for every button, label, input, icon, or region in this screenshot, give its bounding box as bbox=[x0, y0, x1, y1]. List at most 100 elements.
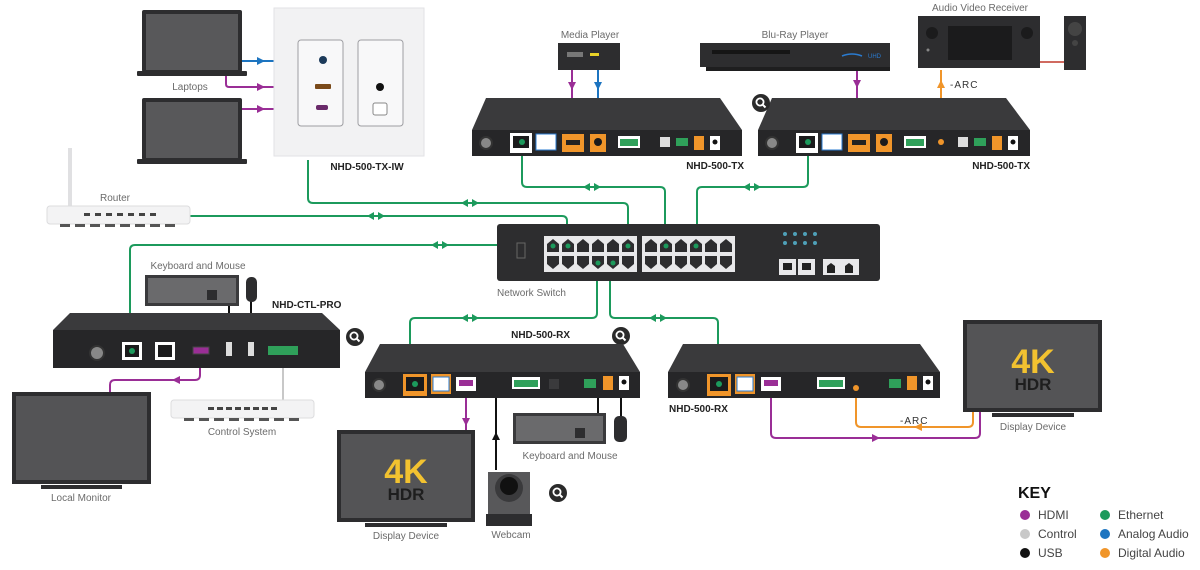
arc-label-top: -ARC bbox=[950, 80, 978, 91]
hdmi-arrow bbox=[568, 82, 576, 90]
network-switch bbox=[497, 224, 880, 281]
switch-port bbox=[607, 239, 619, 252]
switch-port bbox=[577, 239, 589, 252]
uhd-badge: UHD bbox=[868, 54, 882, 60]
display-device-1: 4K HDR bbox=[337, 430, 475, 527]
switch-port bbox=[660, 256, 672, 269]
legend-label: Analog Audio bbox=[1118, 527, 1189, 541]
legend-swatch bbox=[1020, 510, 1030, 520]
ethernet-cable-rx1 bbox=[409, 262, 598, 380]
bluray-player: UHD bbox=[700, 43, 890, 71]
hdmi-arrow bbox=[872, 434, 880, 442]
nhd-500-rx-decoder-2 bbox=[668, 344, 940, 398]
legend-label: Digital Audio bbox=[1118, 546, 1185, 560]
media-player bbox=[558, 43, 620, 70]
control-system-label: Control System bbox=[208, 427, 276, 438]
zoom-magnifier-icon[interactable] bbox=[345, 327, 365, 347]
port-link-indicator bbox=[693, 243, 699, 249]
legend-title: KEY bbox=[1018, 485, 1051, 502]
switch-port bbox=[720, 239, 732, 252]
local-monitor-label: Local Monitor bbox=[51, 493, 112, 504]
avr-label: Audio Video Receiver bbox=[932, 3, 1029, 14]
legend-item: Ethernet bbox=[1100, 508, 1164, 522]
keyboard-2 bbox=[513, 413, 606, 444]
4k-badge: 4K bbox=[1011, 343, 1055, 381]
wallplate-nhd-500-tx-iw bbox=[273, 7, 425, 157]
hdr-badge: HDR bbox=[1015, 375, 1052, 394]
port-link-indicator bbox=[610, 260, 616, 266]
switch-port bbox=[622, 256, 634, 269]
port-link-indicator bbox=[663, 243, 669, 249]
rx2-model-label: NHD-500-RX bbox=[669, 404, 728, 415]
nhd-ctl-pro bbox=[53, 313, 340, 368]
port-link-indicator bbox=[595, 260, 601, 266]
zoom-magnifier-icon[interactable] bbox=[751, 93, 771, 113]
speaker bbox=[1064, 16, 1086, 70]
ethernet-cable-tx2 bbox=[696, 140, 809, 238]
hdmi-cable-laptop-1 bbox=[225, 75, 318, 88]
kbm2-label: Keyboard and Mouse bbox=[522, 451, 618, 462]
switch-port bbox=[705, 256, 717, 269]
mouse-1 bbox=[246, 277, 257, 302]
zoom-magnifier-icon[interactable] bbox=[548, 483, 568, 503]
webcam bbox=[486, 472, 532, 526]
nhd-500-tx-encoder-2 bbox=[758, 98, 1030, 156]
switch-label: Network Switch bbox=[497, 288, 566, 299]
bluray-label: Blu-Ray Player bbox=[762, 30, 829, 41]
local-monitor bbox=[12, 392, 151, 489]
usbc-in-port bbox=[316, 105, 328, 110]
legend-label: Ethernet bbox=[1118, 508, 1164, 522]
hdmi-arrow bbox=[172, 376, 180, 384]
display2-label: Display Device bbox=[1000, 422, 1067, 433]
legend-item: Digital Audio bbox=[1100, 546, 1185, 560]
hdmi-cable-display-2 bbox=[770, 398, 981, 439]
router bbox=[46, 148, 191, 227]
hdmi-arrow bbox=[853, 80, 861, 88]
analog-audio-arrow bbox=[257, 57, 265, 65]
legend-swatch bbox=[1100, 510, 1110, 520]
analog-audio-arrow bbox=[594, 82, 602, 90]
switch-port bbox=[675, 256, 687, 269]
switch-port bbox=[645, 239, 657, 252]
switch-port bbox=[690, 256, 702, 269]
ethernet-cable-router bbox=[190, 215, 568, 238]
display1-label: Display Device bbox=[373, 531, 440, 542]
hdr-badge: HDR bbox=[388, 485, 425, 504]
media-player-label: Media Player bbox=[561, 30, 620, 41]
display-device-2: 4K HDR bbox=[963, 320, 1102, 417]
laptops-label: Laptops bbox=[172, 82, 208, 93]
hdmi-cable-local-monitor bbox=[109, 362, 201, 392]
switch-port bbox=[562, 256, 574, 269]
legend-swatch bbox=[1020, 529, 1030, 539]
legend-label: Control bbox=[1038, 527, 1077, 541]
hdmi-arrow bbox=[257, 105, 265, 113]
ethernet-cable-tx1 bbox=[521, 140, 666, 238]
laptop-2 bbox=[137, 98, 247, 164]
tx2-model-label: NHD-500-TX bbox=[972, 161, 1030, 172]
zoom-magnifier-icon[interactable] bbox=[611, 326, 631, 346]
switch-port bbox=[645, 256, 657, 269]
tx1-model-label: NHD-500-TX bbox=[686, 161, 744, 172]
switch-port bbox=[547, 256, 559, 269]
legend-label: HDMI bbox=[1038, 508, 1069, 522]
audio-in-port bbox=[319, 56, 327, 64]
port-link-indicator bbox=[625, 243, 631, 249]
webcam-label: Webcam bbox=[491, 530, 530, 541]
legend-item: USB bbox=[1020, 546, 1063, 560]
digital-audio-arrow bbox=[937, 80, 945, 88]
legend-item: HDMI bbox=[1020, 508, 1069, 522]
switch-port bbox=[577, 256, 589, 269]
switch-port bbox=[675, 239, 687, 252]
port-link-indicator bbox=[565, 243, 571, 249]
ir-port bbox=[376, 83, 384, 91]
keyboard-1 bbox=[145, 275, 239, 306]
input-select-button bbox=[372, 102, 388, 116]
audio-video-receiver bbox=[918, 16, 1040, 68]
nhd-500-tx-encoder-1 bbox=[472, 98, 742, 156]
kbm1-label: Keyboard and Mouse bbox=[150, 261, 246, 272]
hdmi-arrow bbox=[257, 83, 265, 91]
nhd-500-rx-decoder-1 bbox=[365, 344, 640, 398]
switch-port bbox=[720, 256, 732, 269]
